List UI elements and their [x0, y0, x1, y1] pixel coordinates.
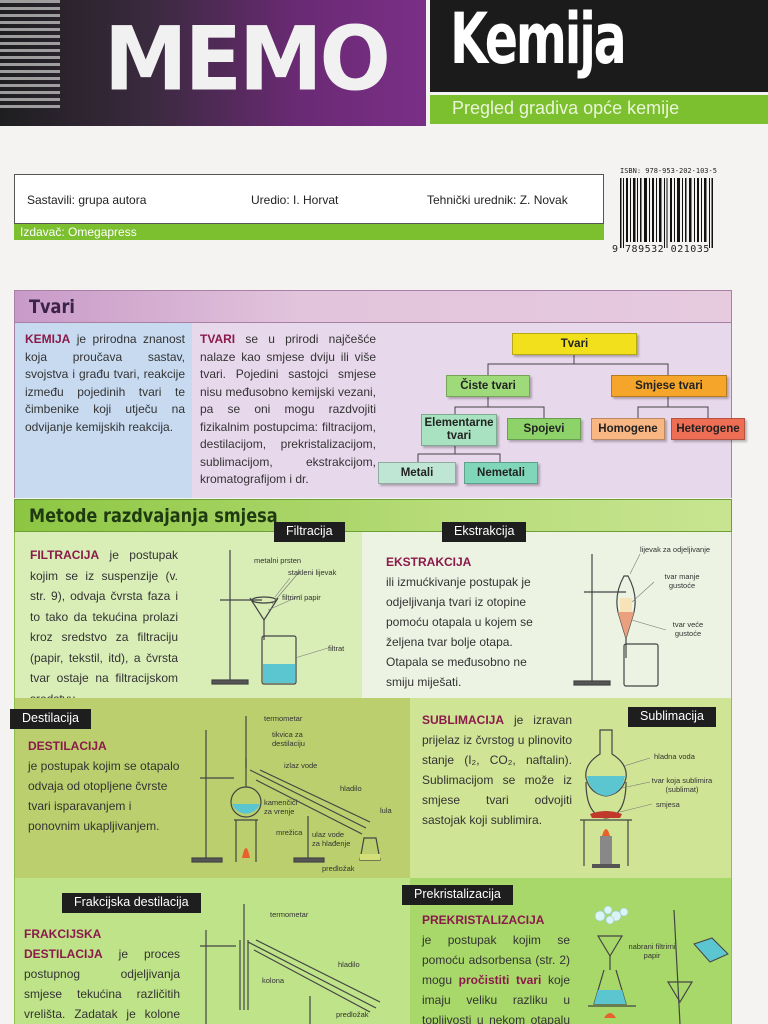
- sublimacija-label-voda: hladna voda: [654, 752, 695, 761]
- tvari-panel: TVARI se u prirodi najčešće nalaze kao s…: [192, 323, 732, 498]
- tree-node-nemetali: Nemetali: [464, 462, 538, 484]
- tree-node-spojevi: Spojevi: [507, 418, 581, 440]
- filtracija-apparatus-illustration: [211, 550, 329, 685]
- prekristalizacija-apparatus-illustration: [588, 905, 729, 1024]
- page-subtitle: Pregled gradiva opće kemije: [452, 98, 680, 118]
- tvari-definition: se u prirodi najčešće nalaze kao smjese …: [200, 332, 376, 486]
- destilacija-label-mrezica: mrežica: [276, 828, 303, 837]
- credit-authors: Sastavili: grupa autora: [27, 193, 147, 207]
- frakcijska-keyword: FRAKCIJSKA DESTILACIJA: [24, 927, 103, 961]
- tree-node-metali: Metali: [378, 462, 456, 484]
- ekstrakcija-text: ili izmućkivanje postupak je odjeljivanj…: [386, 575, 533, 689]
- prekristalizacija-text1: je postupak kojim se pomoću adsorbensa (…: [422, 933, 570, 987]
- tree-node-homogene: Homogene: [591, 418, 665, 440]
- credit-editor: Uredio: I. Horvat: [251, 193, 339, 207]
- destilacija-label-tikvica: tikvica za destilaciju: [272, 730, 305, 748]
- filtracija-tag: Filtracija: [274, 522, 345, 542]
- frakcijska-label-termometar: termometar: [270, 910, 309, 919]
- ekstrakcija-panel: [362, 532, 732, 698]
- destilacija-label-hladilo: hladilo: [340, 784, 362, 793]
- destilacija-label-predlozak: predložak: [322, 864, 355, 873]
- frakcijska-text: je proces postupnog odjeljivanja smjese …: [24, 947, 180, 1021]
- frakcijska-label-kolona: kolona: [262, 976, 285, 985]
- ekstrakcija-tag: Ekstrakcija: [442, 522, 527, 542]
- kemija-definition-panel: KEMIJA je prirodna znanost koja proučava…: [14, 323, 192, 498]
- subtitle-bar: Pregled gradiva opće kemije: [430, 95, 768, 124]
- section-tvari-header: Tvari: [14, 290, 732, 323]
- filtracija-panel: [14, 532, 362, 698]
- sublimacija-apparatus-illustration: [580, 729, 653, 868]
- destilacija-label-ulaz: ulaz vode za hlađenje: [312, 830, 351, 848]
- sublimacija-label-sublimat: tvar koja sublimira (sublimat): [651, 776, 713, 794]
- prekristalizacija-tag: Prekristalizacija: [402, 885, 513, 905]
- filtracija-text: je postupak kojim se iz suspenzije (v. s…: [30, 548, 178, 706]
- stripes-decoration: [0, 0, 60, 126]
- filtracija-label-lijevak: stakleni lijevak: [288, 568, 337, 577]
- kemija-keyword: KEMIJA: [25, 332, 71, 346]
- frakcijska-tag: Frakcijska destilacija: [62, 893, 201, 913]
- section-tvari-title: Tvari: [29, 296, 75, 318]
- publisher-bar: Izdavač: Omegapress: [14, 224, 604, 240]
- destilacija-apparatus-illustration: [191, 716, 381, 863]
- sublimacija-label-smjesa: smjesa: [656, 800, 680, 809]
- tvari-keyword: TVARI: [200, 332, 236, 346]
- sublimacija-keyword: SUBLIMACIJA: [422, 713, 505, 727]
- destilacija-label-lula: lula: [380, 806, 392, 815]
- prekristalizacija-text2: koje imaju veliku razliku u topljivosti …: [422, 973, 570, 1024]
- destilacija-label-termometar: termometar: [264, 714, 303, 723]
- tree-node-heterogene: Heterogene: [671, 418, 745, 440]
- ekstrakcija-apparatus-illustration: [573, 553, 667, 687]
- isbn-label: ISBN: 978-953-202-103-5: [620, 167, 717, 175]
- destilacija-label-kamencici: kamenčići za vrenje: [264, 798, 298, 816]
- filtracija-label-papir: filtrirni papir: [282, 593, 321, 602]
- header-title-band: [430, 0, 768, 92]
- tree-node-tvari: Tvari: [512, 333, 637, 355]
- filtracija-keyword: FILTRACIJA: [30, 548, 100, 562]
- prekristalizacija-label-papir: nabrani filtrirni papir: [628, 942, 676, 960]
- ekstrakcija-label-veca: tvar veće gustoće: [672, 620, 704, 638]
- frakcijska-apparatus-illustration: [200, 904, 381, 1024]
- ekstrakcija-label-lijevak: lijevak za odjeljivanje: [640, 545, 711, 554]
- frakcijska-label-hladilo: hladilo: [338, 960, 360, 969]
- prekristalizacija-keyword: PREKRISTALIZACIJA: [422, 913, 545, 927]
- ekstrakcija-label-manja: tvar manje gustoće: [664, 572, 700, 590]
- sublimacija-panel: [410, 698, 732, 878]
- filtracija-label-prsten: metalni prsten: [254, 556, 302, 565]
- kemija-definition: je prirodna znanost koja proučava sastav…: [25, 332, 185, 434]
- sublimacija-tag: Sublimacija: [628, 707, 716, 727]
- destilacija-label-izlaz: izlaz vode: [284, 761, 318, 770]
- frakcijska-label-predlozak: predložak: [336, 1010, 369, 1019]
- tree-node-elementarne-tvari: Elementarne tvari: [421, 414, 497, 446]
- destilacija-tag: Destilacija: [10, 709, 91, 729]
- tree-node-smjese-tvari: Smjese tvari: [611, 375, 727, 397]
- header-left-band: [0, 0, 426, 126]
- tree-node-ciste-tvari: Čiste tvari: [446, 375, 530, 397]
- barcode-number: 9 789532 021035: [612, 244, 710, 255]
- filtracija-label-filtrat: filtrat: [328, 644, 345, 653]
- destilacija-keyword: DESTILACIJA: [28, 739, 107, 753]
- ekstrakcija-keyword: EKSTRAKCIJA: [386, 555, 472, 569]
- memo-logo: MEMO: [104, 7, 391, 111]
- sublimacija-text: je izravan prijelaz iz čvrstog u plinovi…: [422, 713, 572, 827]
- credits-box: Sastavili: grupa autora Uredio: I. Horva…: [14, 174, 604, 224]
- section-metode-title: Metode razdvajanja smjesa: [29, 505, 278, 527]
- credit-technical-editor: Tehnički urednik: Z. Novak: [427, 193, 568, 207]
- barcode-icon: [620, 178, 713, 248]
- page-title: Kemija: [450, 0, 627, 80]
- credit-publisher: Izdavač: Omegapress: [20, 225, 137, 239]
- section-metode-header: Metode razdvajanja smjesa: [14, 499, 732, 532]
- destilacija-text: je postupak kojim se otapalo odvaja od o…: [28, 759, 180, 833]
- prekristalizacija-keyword2: pročistiti tvari: [458, 973, 542, 987]
